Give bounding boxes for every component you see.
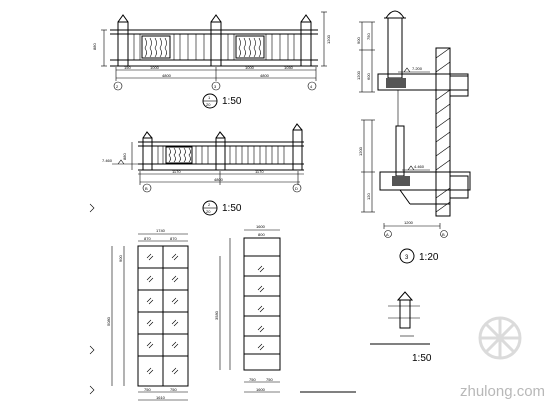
watermark-text: zhulong.com (460, 383, 545, 400)
dim-seg-1: 150 (124, 65, 131, 70)
axis-label-2: 2 (116, 84, 119, 89)
dim-section-5: 1200 (358, 146, 363, 156)
dim-section-7: 1200 (404, 220, 414, 225)
level-railing: 7.460 (102, 158, 113, 163)
dim-left-row: 900 (118, 255, 123, 262)
margin-marks (89, 203, 95, 395)
dim-height-total: 1200 (326, 34, 331, 44)
dim-section-3: 750 (366, 33, 371, 40)
level-section-1: 7.200 (412, 66, 423, 71)
dim-left-width: 1740 (156, 228, 166, 233)
dim-left-total-height: 5080 (106, 316, 111, 326)
axis-label-3: 3 (214, 84, 217, 89)
dim-right-col: 800 (258, 232, 265, 237)
callout-mid-num: 2 (208, 202, 211, 207)
callout-top-num: 1 (208, 95, 211, 100)
dim-height-rail: 880 (92, 43, 97, 50)
dim-right-bottom-1: 750 (249, 377, 256, 382)
dim-right-width: 1600 (256, 224, 266, 229)
dim-span-left: 4800 (162, 73, 172, 78)
axis-label-section-a: A (386, 232, 389, 237)
watermark-logo (478, 316, 522, 360)
axis-label-4: 4 (310, 84, 313, 89)
panel-elevation-left (111, 233, 189, 401)
railing-elevation-top (101, 11, 327, 109)
dim-left-col2: 870 (170, 236, 177, 241)
level-section-2: 4.460 (414, 164, 425, 169)
dim-right-bottom-2: 750 (266, 377, 273, 382)
dim-left-bottom-total: 1610 (156, 395, 166, 400)
dim-mid-seg-1: 1170 (172, 169, 181, 174)
dim-section-2: 1200 (356, 70, 361, 80)
dim-right-bottom-total: 1600 (256, 387, 266, 392)
axis-label-d: D (295, 186, 298, 191)
callout-top-den: 20 (206, 102, 211, 107)
post-detail (370, 291, 430, 345)
axis-label-b: B (145, 186, 148, 191)
dim-mid-span: 4800 (214, 177, 224, 182)
dim-section-4: 600 (366, 73, 371, 80)
callout-mid-den: 20 (206, 209, 211, 214)
dim-seg-4: 1050 (284, 65, 294, 70)
dim-left-bottom-1: 750 (144, 387, 151, 392)
dim-mid-seg-2: 1170 (255, 169, 264, 174)
scale-elevation-mid: 1:50 (222, 203, 242, 214)
dim-mid-height: 880 (122, 153, 127, 160)
scale-detail: 1:50 (412, 353, 432, 364)
dim-section-6: 120 (366, 193, 371, 200)
scale-section: 1:20 (419, 252, 439, 263)
dim-seg-3: 1000 (245, 65, 255, 70)
railing-elevation-middle (112, 123, 304, 216)
panel-elevation-right (219, 229, 281, 393)
scale-elevation-top: 1:50 (222, 96, 242, 107)
wall-section (359, 10, 471, 264)
callout-section-num: 3 (405, 255, 409, 261)
dim-left-bottom-2: 750 (170, 387, 177, 392)
dim-span-right: 4800 (260, 73, 270, 78)
dim-section-1: 900 (356, 37, 361, 44)
dim-left-col1: 870 (144, 236, 151, 241)
axis-label-section-b: B (442, 232, 445, 237)
dim-seg-2: 1000 (150, 65, 160, 70)
dim-right-total-height: 3580 (214, 310, 219, 320)
